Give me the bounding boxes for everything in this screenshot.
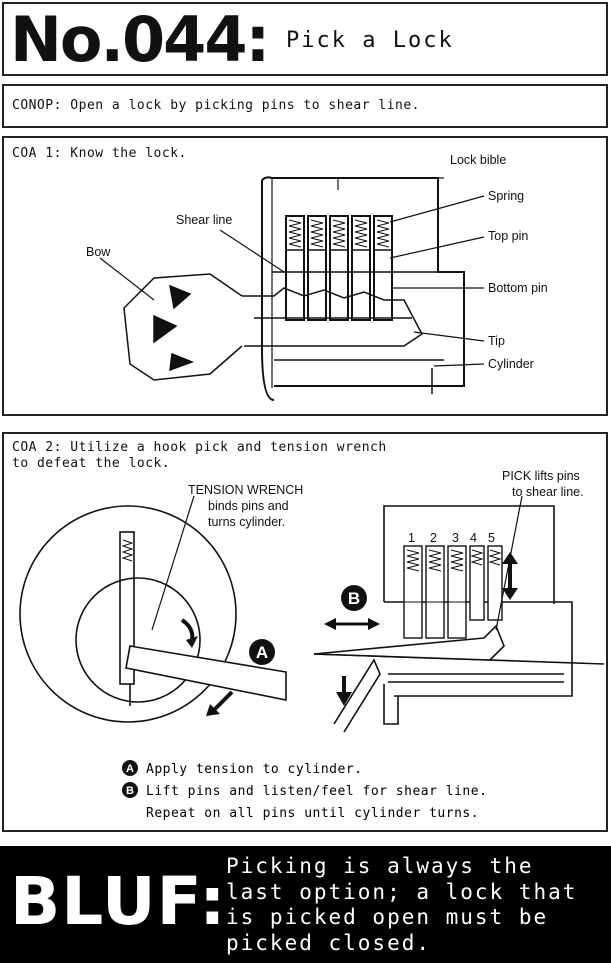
- picking-diagram: A B 1 2 3 4 5 TENSION WRENCH binds pins …: [19, 469, 605, 821]
- marker-b: B: [348, 589, 360, 608]
- pick-note-line1: PICK lifts pins: [502, 469, 580, 483]
- label-top-pin: Top pin: [488, 229, 528, 243]
- marker-a: A: [256, 643, 268, 662]
- bluf-line: Picking is always the: [226, 854, 534, 878]
- step-marker-a: A: [126, 763, 134, 775]
- label-bow: Bow: [86, 245, 111, 259]
- bluf-line: is picked open must be: [226, 905, 549, 929]
- page-number: No.044:: [10, 3, 270, 76]
- page-title: Pick a Lock: [286, 28, 454, 53]
- coa2-panel: COA 2: Utilize a hook pick and tension w…: [2, 432, 608, 832]
- label-shear-line: Shear line: [176, 213, 232, 227]
- pin-number: 1: [408, 531, 415, 545]
- label-tip: Tip: [488, 334, 505, 348]
- coa1-panel: COA 1: Know the lock.: [2, 136, 608, 416]
- pin-number: 5: [488, 531, 495, 545]
- step-a-text: Apply tension to cylinder.: [146, 762, 363, 777]
- step-marker-b: B: [126, 785, 134, 797]
- bluf-banner: BLUF: Picking is always the last option;…: [0, 846, 611, 963]
- coa1-heading: COA 1: Know the lock.: [12, 146, 187, 161]
- bluf-line: picked closed.: [226, 930, 432, 955]
- label-bottom-pin: Bottom pin: [488, 281, 548, 295]
- bluf-text: Picking is always the last option; a loc…: [226, 854, 606, 956]
- coa2-heading-line2: to defeat the lock.: [12, 456, 171, 471]
- tension-wrench-line1: binds pins and: [208, 499, 289, 513]
- lock-anatomy-diagram: Lock bible Spring Top pin Bottom pin Tip…: [86, 153, 548, 401]
- bluf-heading: BLUF:: [10, 863, 227, 940]
- bluf-line: last option; a lock that: [226, 879, 578, 904]
- tension-wrench-line2: turns cylinder.: [208, 515, 285, 529]
- label-spring: Spring: [488, 189, 524, 203]
- pin-number: 4: [470, 531, 477, 545]
- pick-note-line2: to shear line.: [512, 485, 584, 499]
- conop-panel: CONOP: Open a lock by picking pins to sh…: [2, 84, 608, 128]
- label-cylinder: Cylinder: [488, 357, 534, 371]
- tension-wrench-title: TENSION WRENCH: [188, 483, 303, 497]
- step-repeat-text: Repeat on all pins until cylinder turns.: [146, 806, 479, 821]
- coa2-heading-line1: COA 2: Utilize a hook pick and tension w…: [12, 440, 387, 455]
- label-lock-bible: Lock bible: [450, 153, 506, 167]
- pin-number: 3: [452, 531, 459, 545]
- pin-number: 2: [430, 531, 437, 545]
- step-b-text: Lift pins and listen/feel for shear line…: [146, 784, 487, 799]
- conop-text: CONOP: Open a lock by picking pins to sh…: [12, 98, 421, 113]
- title-banner: No.044: Pick a Lock: [2, 2, 608, 76]
